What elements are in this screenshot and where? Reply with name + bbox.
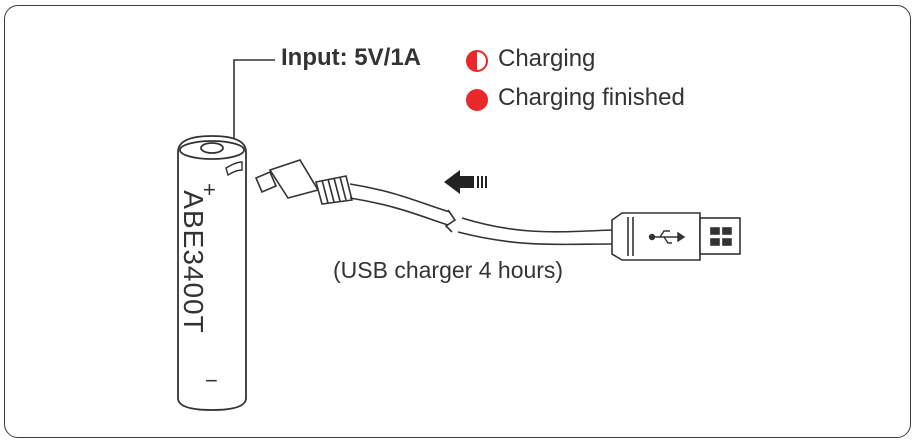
legend-charging: Charging [498,45,596,72]
battery-model: ABE3400T [178,190,209,334]
battery-usb-port [225,161,243,177]
input-spec-label: Input: 5V/1A [281,44,422,71]
plug-strain-relief [315,175,353,205]
battery-minus-sign: − [205,368,218,393]
usb-cable [349,183,613,246]
charging-time-caption: (USB charger 4 hours) [333,257,564,283]
battery-plus-sign: + [203,177,216,202]
micro-usb-plug [254,159,353,205]
diagram-frame [4,5,911,438]
usb-symbol-icon [648,230,686,244]
legend-charging-finished: Charging finished [498,84,685,111]
half-red-circle-icon [466,50,488,72]
red-circle-icon [466,89,488,111]
input-leader-line [233,59,275,144]
battery-button [200,142,224,154]
insert-direction-arrow-icon [444,170,487,194]
battery [177,135,247,411]
